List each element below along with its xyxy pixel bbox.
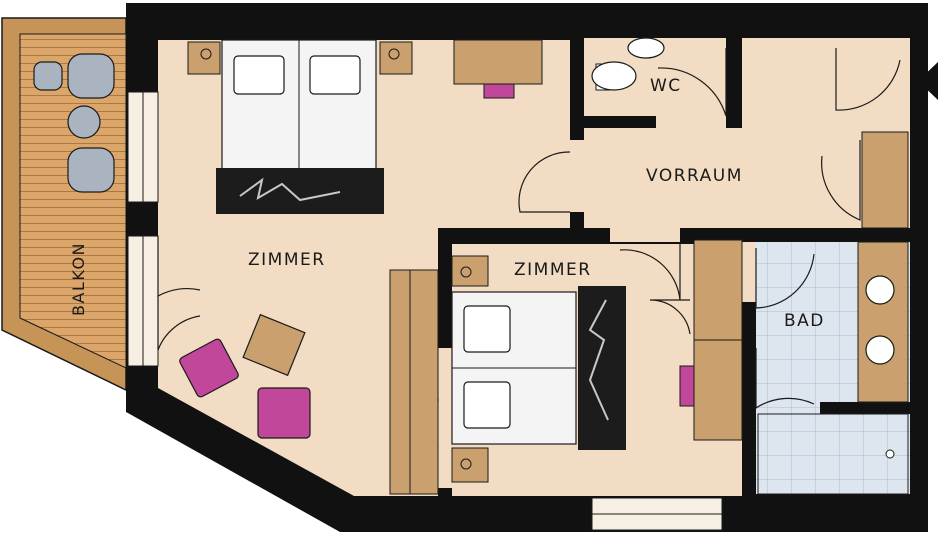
desk-icon <box>453 39 543 99</box>
balcony: BALKON <box>1 17 127 392</box>
wardrobe-icon <box>389 269 439 495</box>
double-bed-2 <box>451 286 626 450</box>
bathroom-fixtures <box>757 241 909 495</box>
nightstand-icon <box>451 255 489 483</box>
armchair-icon <box>179 338 311 439</box>
sink-icon <box>865 275 895 305</box>
room-label-bad: BAD <box>784 311 825 331</box>
door-openings <box>438 116 756 488</box>
desk-icon <box>679 239 743 441</box>
coffee-table-icon <box>242 313 306 377</box>
room-label-wc: WC <box>650 76 682 96</box>
room-label-zimmer-2: ZIMMER <box>514 260 592 280</box>
room-label-zimmer-1: ZIMMER <box>248 250 326 270</box>
sink-icon <box>865 335 895 365</box>
toilet-icon <box>591 37 665 91</box>
deck-chair-icon <box>67 147 115 193</box>
windows <box>127 91 723 531</box>
nightstand-icon <box>187 41 413 75</box>
double-bed-1 <box>216 39 384 214</box>
shower-icon <box>757 413 909 495</box>
side-table-icon <box>67 105 101 139</box>
room-label-vorraum: VORRAUM <box>646 166 743 186</box>
deck-chair-icon <box>33 53 115 99</box>
entrance-arrow-icon <box>918 62 938 100</box>
hallway-wardrobe-icon <box>861 131 909 229</box>
room-label-balcony: BALKON <box>69 242 88 316</box>
